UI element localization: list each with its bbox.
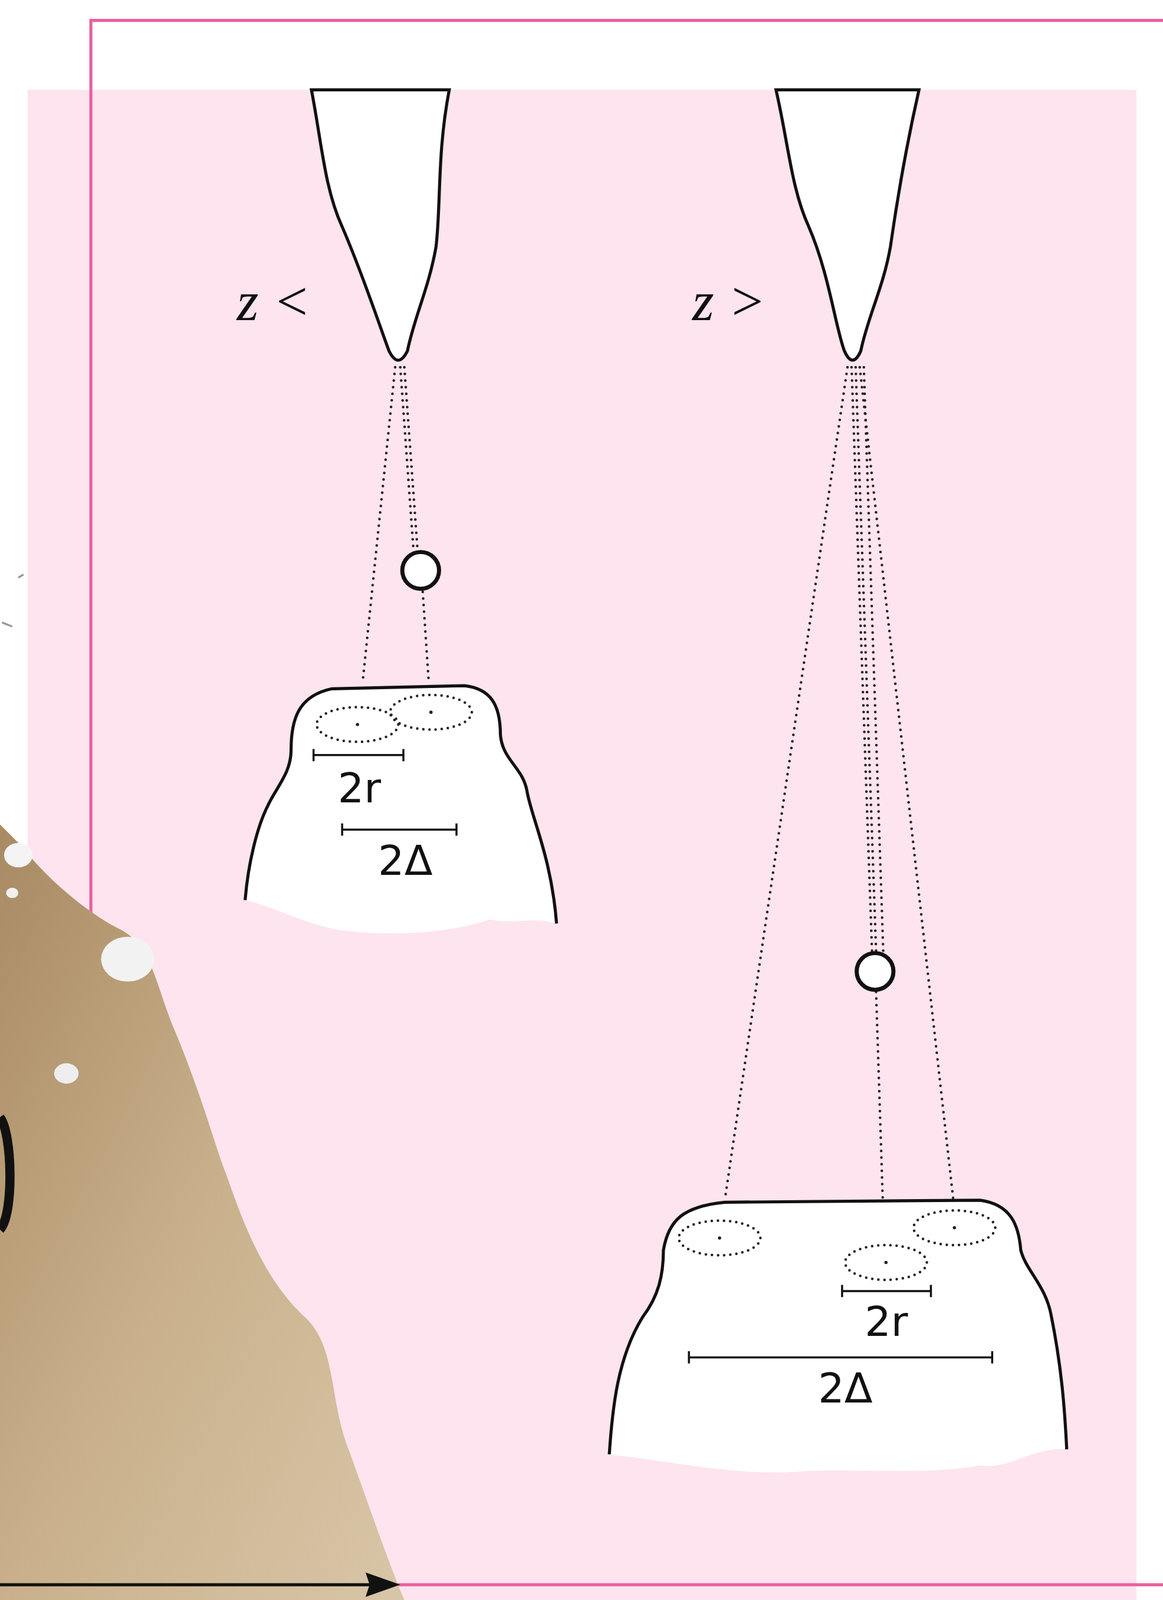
dimension-label: 2Δ xyxy=(817,1368,873,1410)
sample-block: 2r 2Δ xyxy=(602,1192,1072,1481)
particle xyxy=(402,552,439,589)
snow-patch xyxy=(4,843,33,869)
block-edge xyxy=(245,685,557,924)
dimension-bar xyxy=(342,823,457,837)
spot-center xyxy=(355,723,360,727)
snow-patch xyxy=(54,1063,80,1085)
dimension-label: 2Δ xyxy=(378,840,433,882)
arrow-head xyxy=(365,1572,401,1598)
block-edge xyxy=(609,1200,1068,1455)
spot-center xyxy=(953,1226,957,1231)
edge-glyph xyxy=(0,1117,11,1230)
beam-lines xyxy=(362,367,430,685)
beam-lines xyxy=(724,367,955,1248)
spot-ellipse xyxy=(316,707,399,743)
block-outline xyxy=(240,678,562,939)
block-fill xyxy=(245,685,557,934)
spot-ellipse xyxy=(678,1221,761,1257)
spot-ellipse xyxy=(845,1245,928,1281)
snow-patch xyxy=(5,888,19,899)
spot-ellipse xyxy=(914,1210,997,1246)
spot-center xyxy=(718,1236,722,1241)
condition-label: z > xyxy=(692,273,767,330)
dimension-bar xyxy=(842,1285,932,1299)
speck xyxy=(1,574,24,627)
snow-patch xyxy=(100,937,154,982)
particle xyxy=(856,953,894,991)
probe-tip xyxy=(776,89,919,361)
spot-center xyxy=(429,711,433,715)
dimension-label: 2r xyxy=(337,767,381,810)
dimension-label: 2r xyxy=(864,1301,908,1343)
sample-block: 2r 2Δ xyxy=(240,678,562,939)
spot-center xyxy=(884,1261,889,1266)
spot-ellipse xyxy=(389,695,472,731)
rock xyxy=(0,825,405,1600)
dimension-bar xyxy=(313,749,404,762)
condition-label: z < xyxy=(237,273,311,330)
axis-arrow xyxy=(0,1583,380,1587)
block-outline xyxy=(602,1192,1072,1481)
dimension-bar xyxy=(689,1351,993,1365)
probe-tip xyxy=(311,89,450,361)
block-fill xyxy=(609,1200,1068,1474)
